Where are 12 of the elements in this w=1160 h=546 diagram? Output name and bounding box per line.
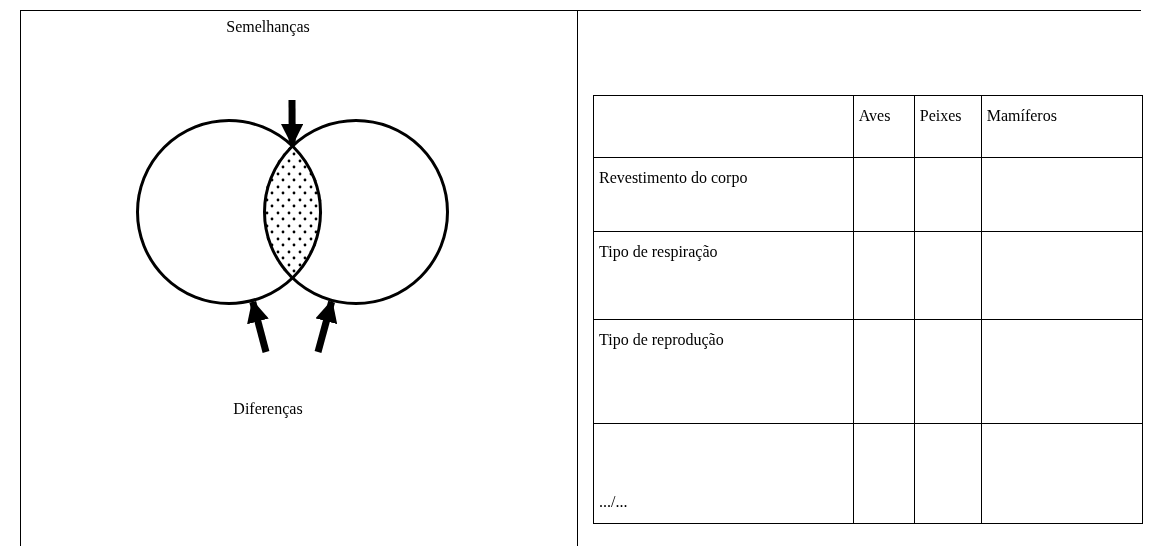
column-header: Aves <box>853 95 915 158</box>
caption-text: Diferenças <box>232 400 304 418</box>
row-header: Tipo de reprodução <box>593 319 854 424</box>
row-header: Revestimento do corpo <box>593 157 854 232</box>
caption-text: Semelhanças <box>225 18 311 36</box>
column-header: Mamíferos <box>981 95 1143 158</box>
row-header: Tipo de respiração <box>593 231 854 320</box>
row-header: .../... <box>593 423 854 524</box>
column-header: Peixes <box>914 95 982 158</box>
arrow <box>247 299 270 353</box>
arrow <box>314 299 338 353</box>
intersection-area <box>263 144 322 280</box>
